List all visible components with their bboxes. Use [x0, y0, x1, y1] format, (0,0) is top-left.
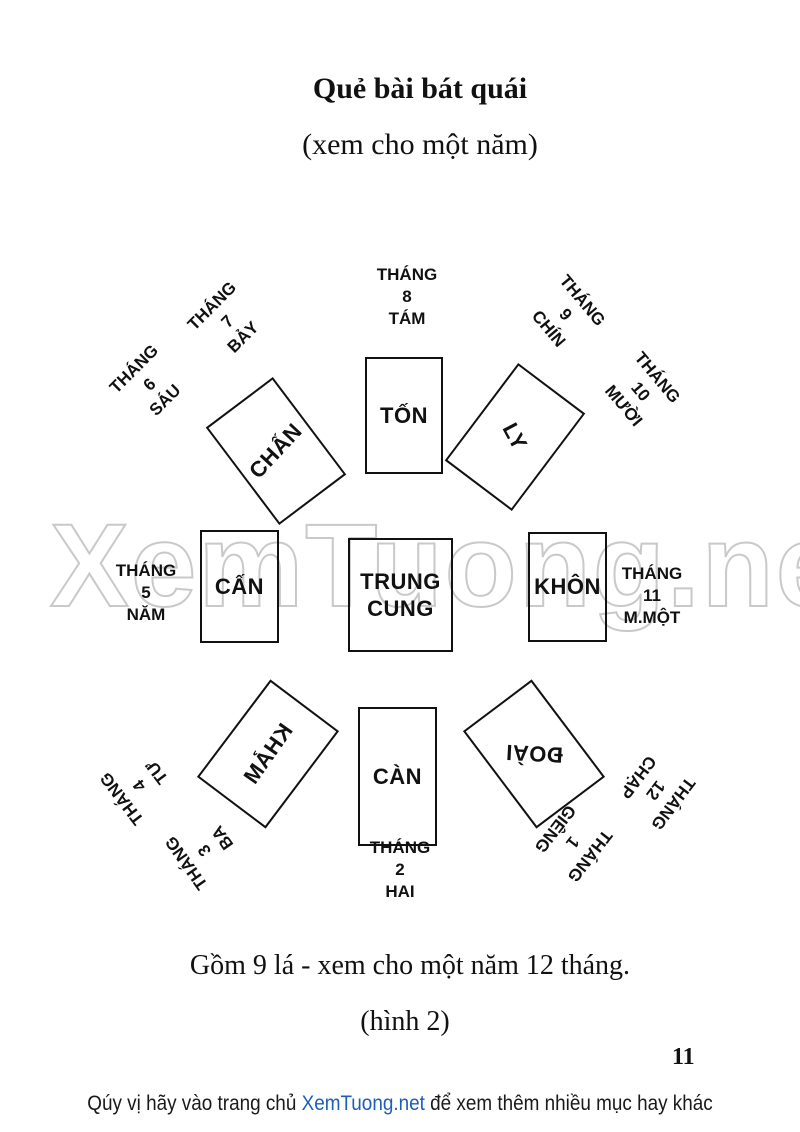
month-name: NĂM — [126, 605, 166, 625]
card-label: CÀN — [372, 763, 423, 789]
card-can-left: CẤN — [200, 530, 279, 643]
footer-text: để xem thêm nhiều mục hay khác — [424, 1092, 713, 1115]
card-kham: KHẢM — [196, 679, 340, 829]
card-label: CẤN — [214, 573, 265, 599]
footer-text: Qúy vị hãy vào trang chủ — [87, 1092, 302, 1115]
page-subtitle: (xem cho một năm) — [302, 128, 538, 161]
page-title: Quẻ bài bát quái — [312, 72, 528, 105]
card-khon: KHÔN — [528, 532, 607, 642]
figure-label: (hình 2) — [360, 1006, 450, 1037]
month-number: 5 — [141, 582, 151, 602]
month-name: HAI — [385, 882, 415, 902]
card-can-bottom: CÀN — [358, 707, 437, 846]
card-doai: ĐOÀI — [462, 679, 606, 829]
month-word: THÁNG — [621, 563, 683, 583]
month-number: 2 — [395, 859, 405, 879]
month-name: M.MỘT — [623, 608, 681, 628]
card-label-line: TRUNG — [360, 568, 441, 594]
card-label-line: CUNG — [367, 596, 434, 621]
card-ly: LY — [444, 363, 586, 511]
card-label: TỐN — [380, 402, 428, 428]
card-label: CHẤN — [244, 418, 308, 484]
card-label: ĐOÀI — [504, 740, 564, 769]
watermark: XemTuong.net — [49, 499, 800, 633]
page-number: 11 — [672, 1044, 695, 1070]
card-label: TRUNG CUNG — [360, 568, 441, 623]
caption: Gồm 9 lá - xem cho một năm 12 tháng. — [189, 950, 631, 981]
month-name: TÁM — [388, 309, 426, 329]
card-label: KHẢM — [238, 718, 298, 789]
footer-site-link[interactable]: XemTuong.net — [301, 1092, 425, 1115]
month-word: THÁNG — [376, 264, 438, 284]
month-word: THÁNG — [115, 560, 177, 580]
card-label: KHÔN — [534, 574, 601, 600]
month-word: THÁNG — [369, 837, 431, 857]
card-label: LY — [497, 419, 533, 455]
card-ton: TỐN — [365, 357, 443, 474]
month-number: 8 — [402, 286, 412, 306]
footer-notice: Qúy vị hãy vào trang chủ XemTuong.net để… — [40, 1092, 760, 1116]
month-number: 11 — [643, 585, 661, 605]
card-trung-cung: TRUNG CUNG — [348, 538, 453, 652]
